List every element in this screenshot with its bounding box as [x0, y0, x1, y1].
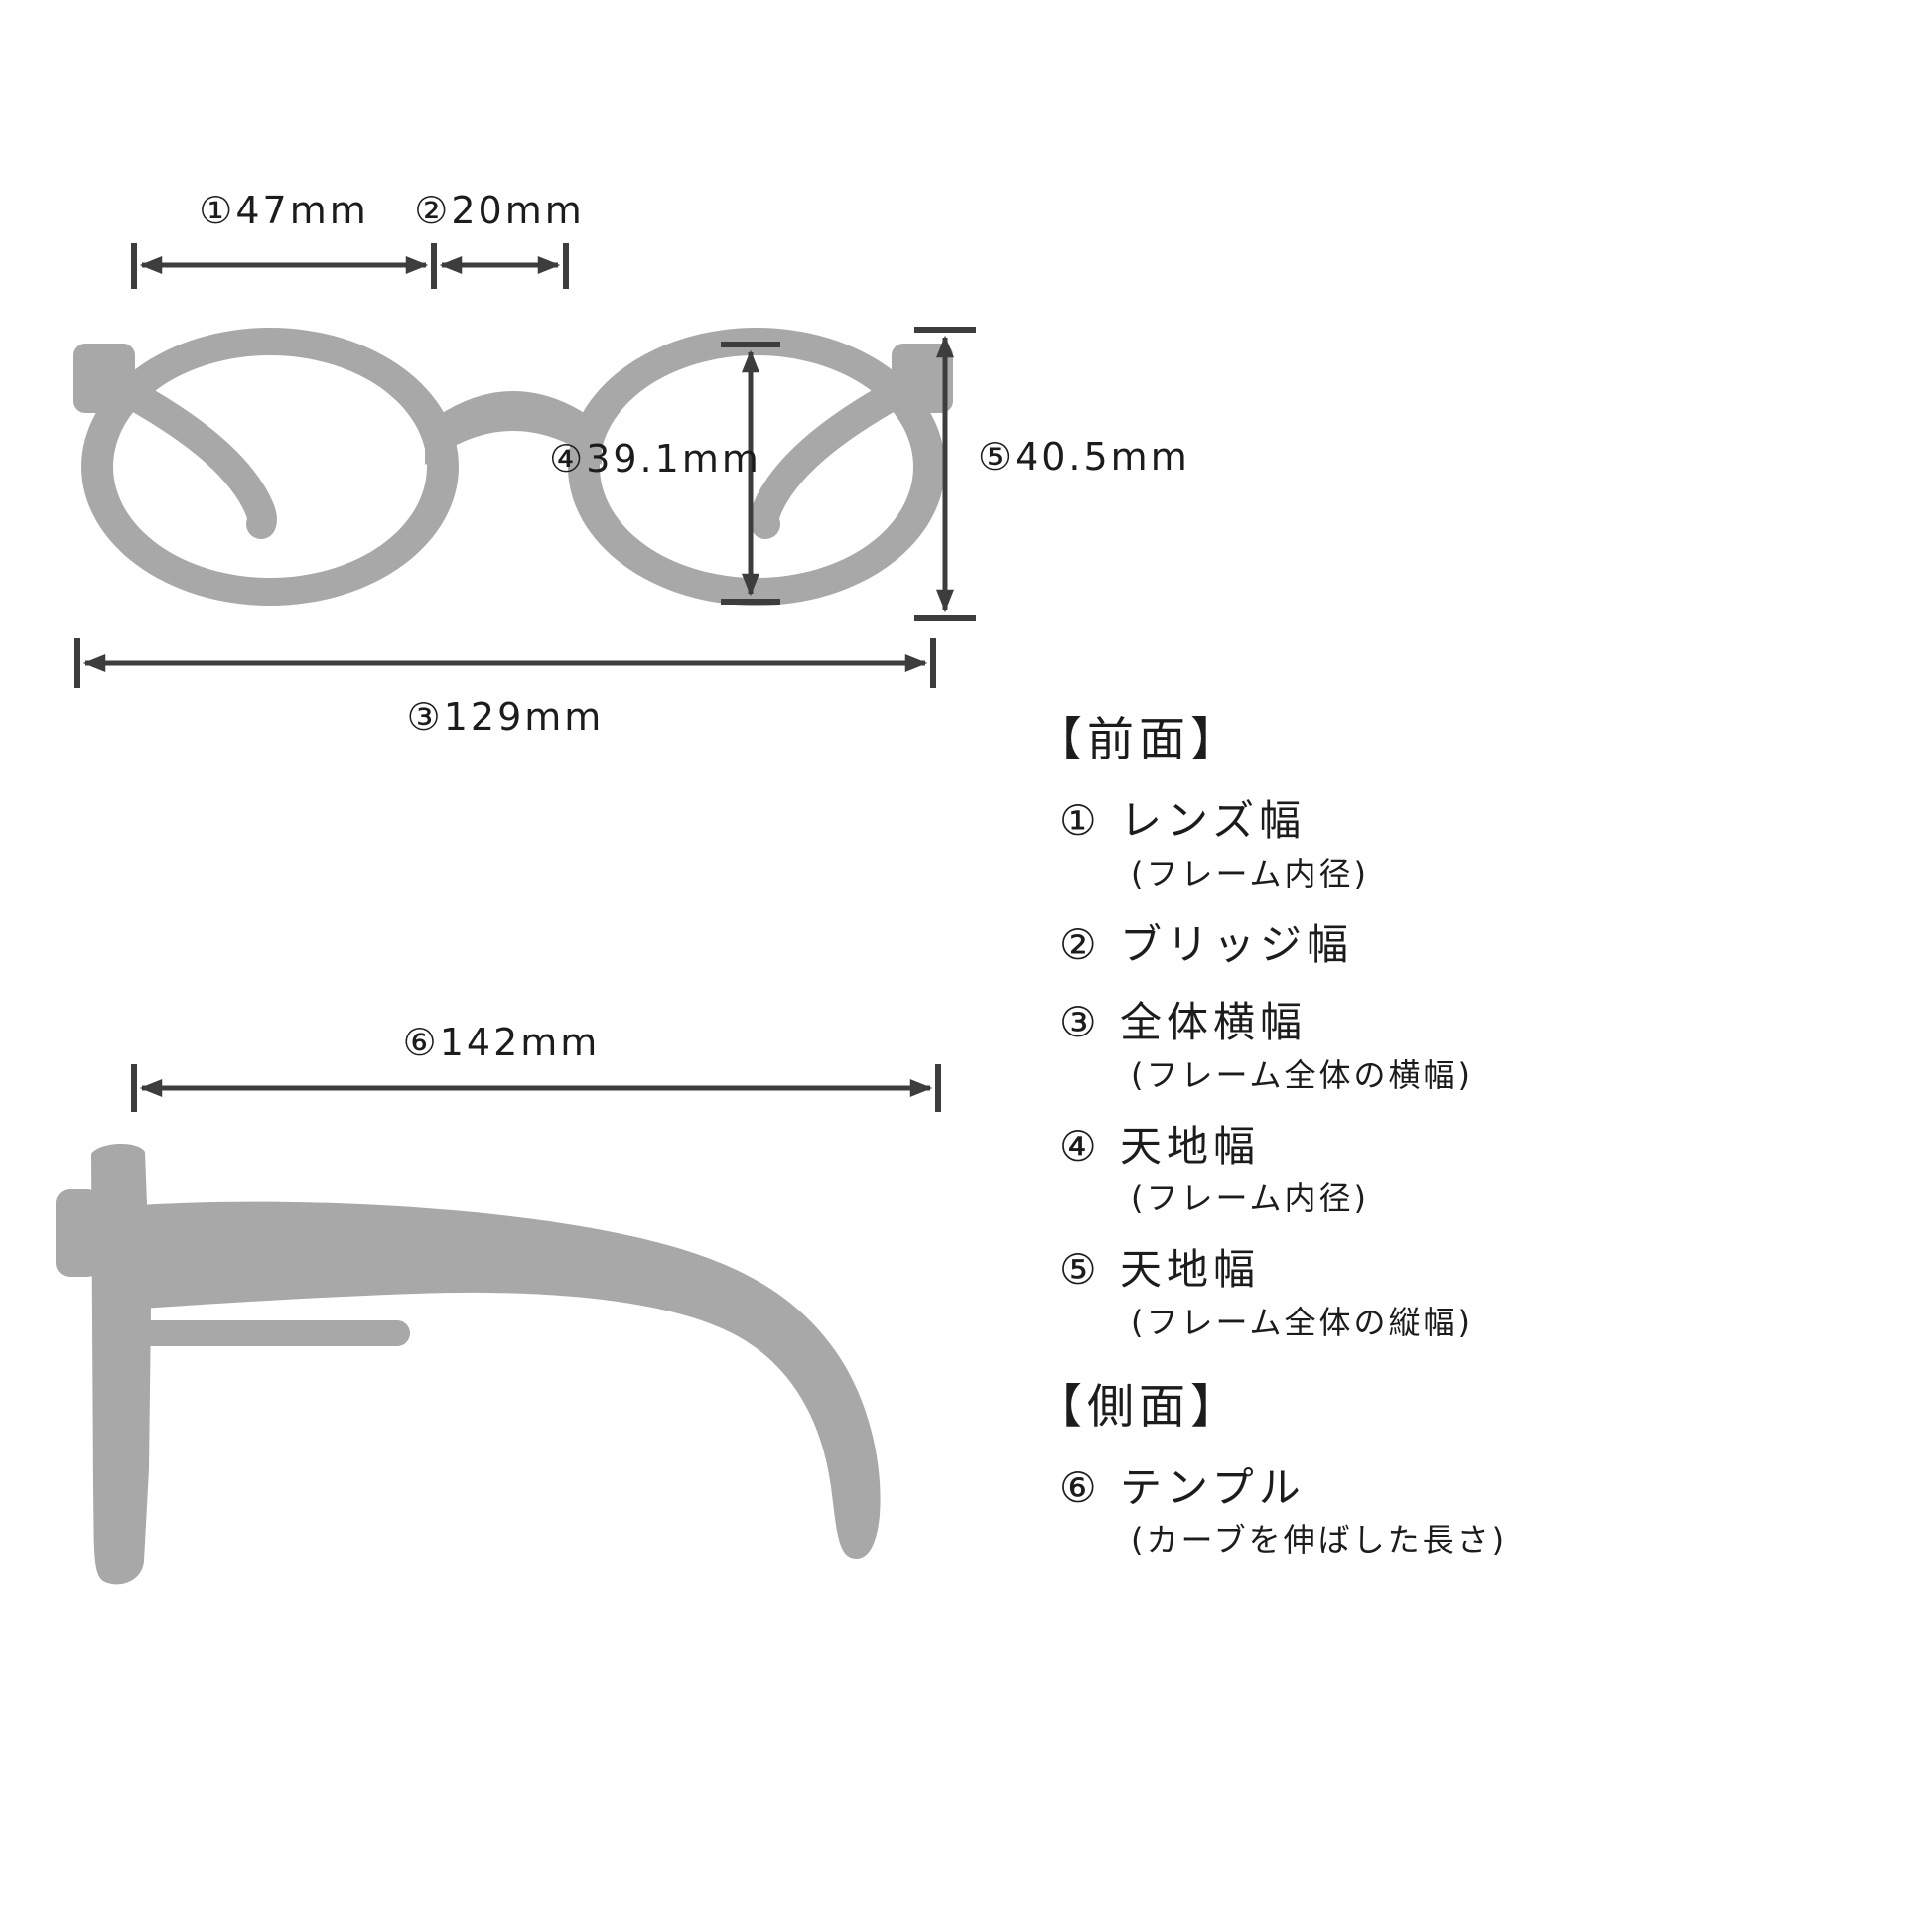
- legend-item-note: (カーブを伸ばした長さ): [1131, 1521, 1508, 1559]
- bridge-width-label: ②20mm: [414, 189, 585, 232]
- left-lens-rim: [81, 328, 459, 606]
- dimension-annotations: [74, 243, 976, 1112]
- legend-item-note: (フレーム内径): [1131, 854, 1370, 893]
- legend-item-label: ⑥ テンプル: [1059, 1462, 1306, 1512]
- legend-item-label: ⑤ 天地幅: [1059, 1245, 1261, 1294]
- frame-height-label: ⑤40.5mm: [978, 435, 1190, 479]
- side-lower-rim: [97, 1320, 410, 1346]
- legend-item-label: ② ブリッジ幅: [1059, 919, 1354, 969]
- bridge: [425, 391, 602, 465]
- legend-item-note: (フレーム内径): [1131, 1179, 1370, 1217]
- temple-length-label: ⑥142mm: [402, 1021, 601, 1064]
- legend-item-lens-width: ① レンズ幅 (フレーム内径): [1035, 795, 1909, 894]
- legend: 【前面】 ① レンズ幅 (フレーム内径) ② ブリッジ幅 ③ 全体横幅 (フレー…: [1035, 701, 1909, 1586]
- total-width-label: ③129mm: [406, 695, 605, 739]
- lens-width-label: ①47mm: [199, 189, 369, 232]
- legend-item-temple-length: ⑥ テンプル (カーブを伸ばした長さ): [1035, 1462, 1909, 1561]
- legend-front-header: 【前面】: [1035, 713, 1242, 767]
- front-view-silhouette: [73, 328, 953, 606]
- legend-item-label: ③ 全体横幅: [1059, 998, 1308, 1046]
- legend-item-note: (フレーム全体の縦幅): [1131, 1303, 1474, 1341]
- legend-item-lens-height: ④ 天地幅 (フレーム内径): [1035, 1121, 1909, 1219]
- side-view-silhouette: [56, 1143, 881, 1585]
- lens-height-label: ④39.1mm: [549, 437, 761, 481]
- legend-item-bridge-width: ② ブリッジ幅: [1035, 919, 1909, 972]
- side-temple-arm: [111, 1201, 881, 1559]
- side-hinge: [56, 1189, 101, 1277]
- legend-item-frame-height: ⑤ 天地幅 (フレーム全体の縦幅): [1035, 1244, 1909, 1342]
- legend-item-label: ① レンズ幅: [1059, 796, 1307, 845]
- legend-item-note: (フレーム全体の横幅): [1131, 1055, 1474, 1094]
- legend-item-label: ④ 天地幅: [1059, 1121, 1261, 1171]
- right-folded-temple: [750, 372, 922, 539]
- legend-side-header: 【側面】: [1035, 1379, 1242, 1435]
- legend-item-total-width: ③ 全体横幅 (フレーム全体の横幅): [1035, 997, 1909, 1095]
- left-folded-temple: [104, 372, 277, 539]
